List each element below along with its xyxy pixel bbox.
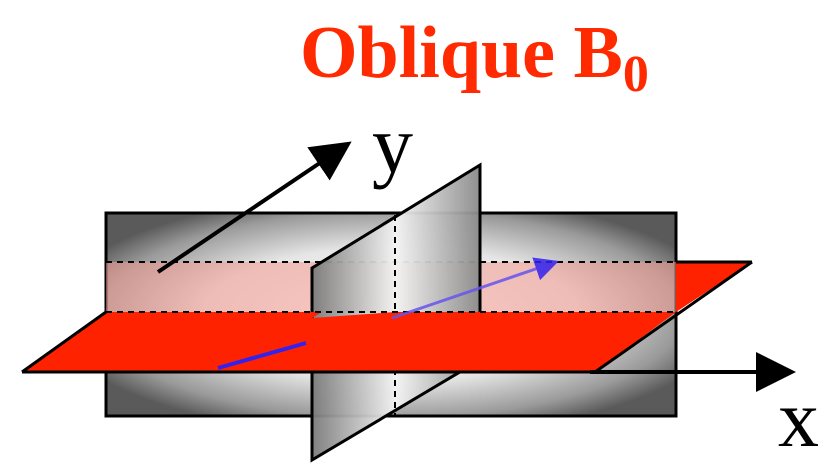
title-text: Oblique B [300, 12, 623, 94]
title-subscript: 0 [622, 46, 649, 103]
y-axis-arrow [156, 141, 352, 274]
oblique-plane [21, 260, 753, 374]
y-axis-label: y [372, 99, 413, 190]
diagram-title: Oblique B0 [300, 8, 649, 106]
x-axis-label: x [778, 373, 819, 464]
b0-vector [217, 257, 559, 370]
